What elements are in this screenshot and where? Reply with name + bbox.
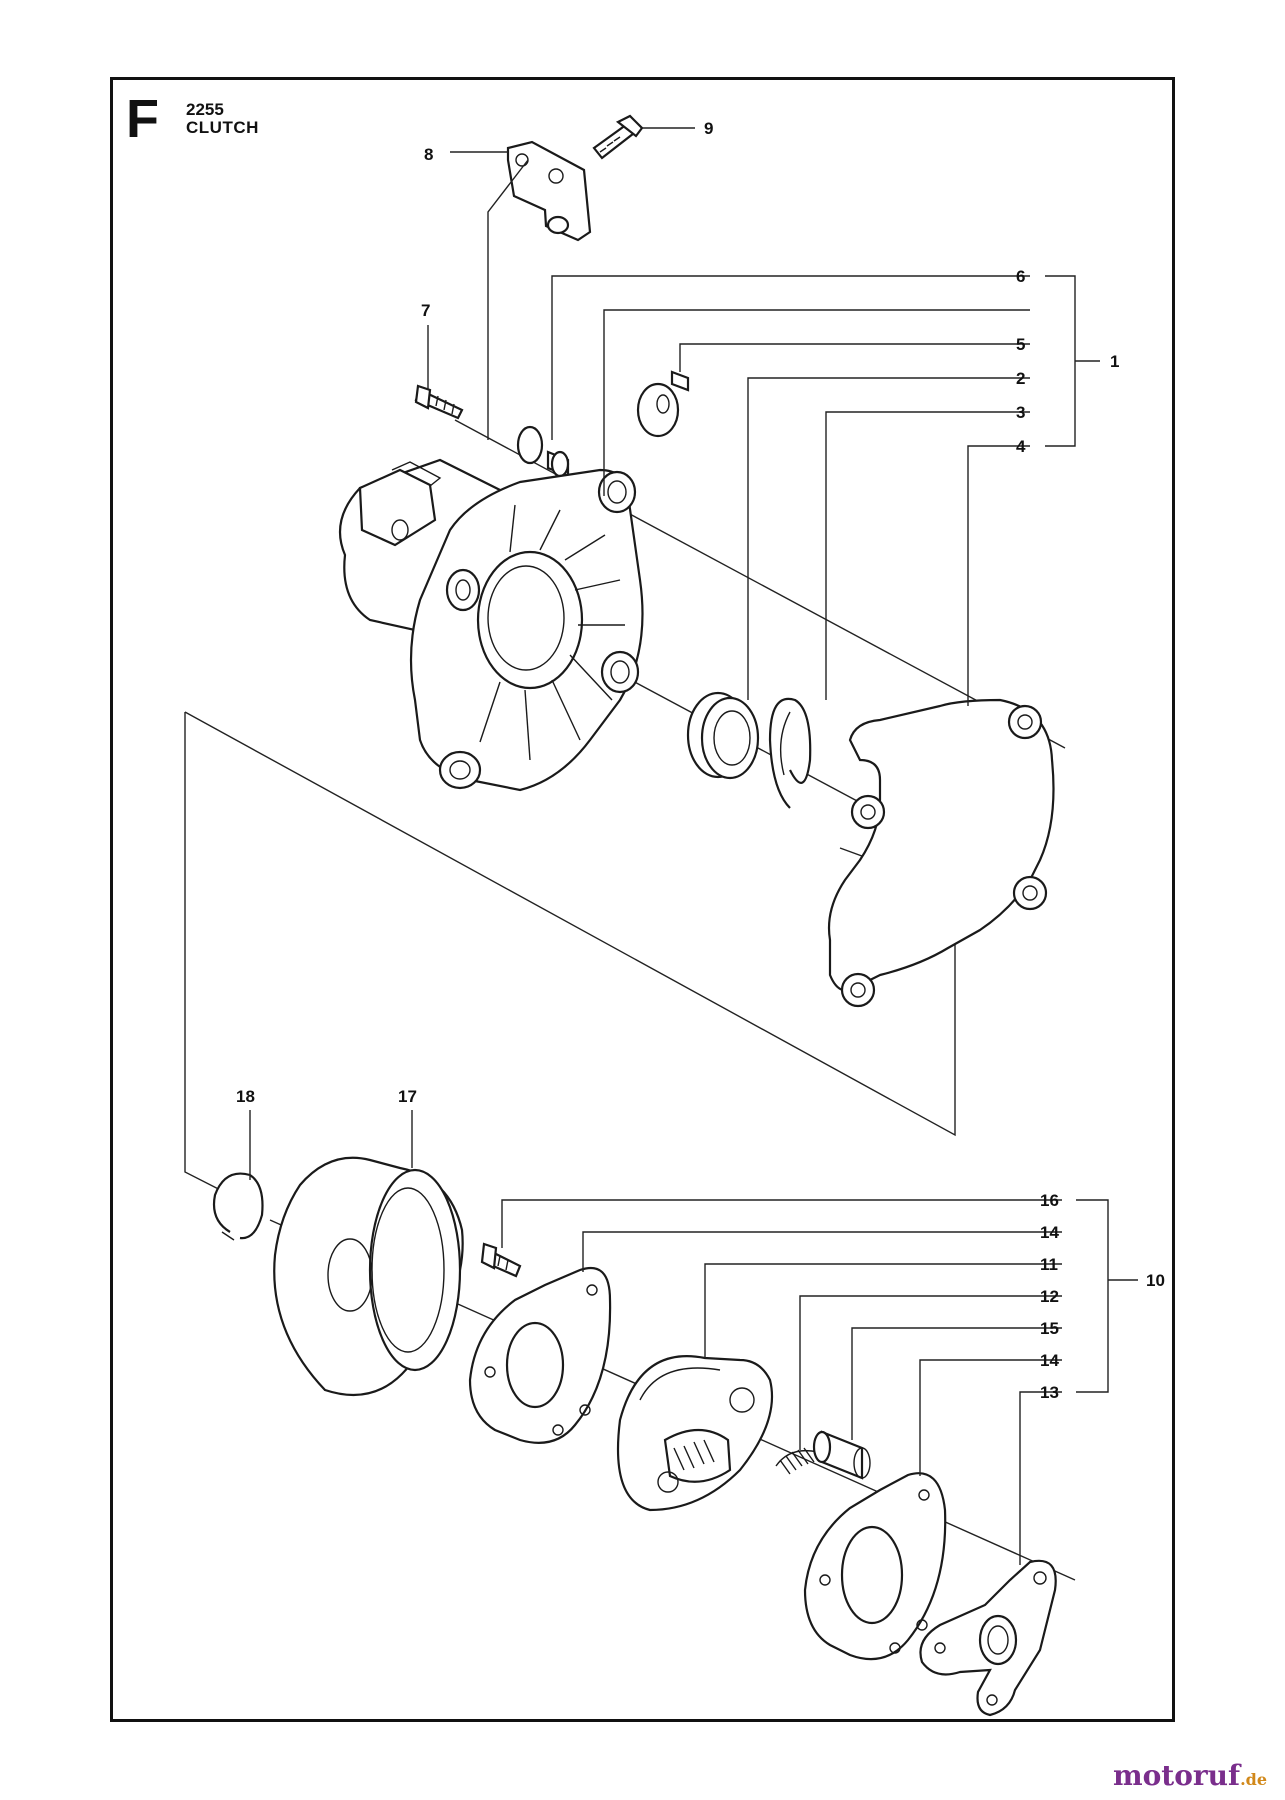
circlip-part-3: [768, 697, 812, 809]
callout-12: 12: [1040, 1287, 1059, 1306]
callout-10: 10: [1146, 1271, 1165, 1290]
callout-16: 16: [1040, 1191, 1059, 1210]
washer-part-5: [636, 370, 690, 438]
watermark-brand: motoruf: [1112, 1759, 1241, 1792]
diagram-frame: [110, 77, 1175, 1722]
hub-part-13: [919, 1559, 1057, 1717]
spring-part-12: [775, 1447, 819, 1475]
bearing-part-2: [686, 691, 760, 780]
section-letter: F: [126, 89, 159, 149]
clutch-housing: [338, 458, 644, 792]
sleeve-part-15: [812, 1430, 871, 1480]
callout-11: 11: [1040, 1255, 1058, 1274]
callout-18: 18: [236, 1087, 255, 1106]
callout-13: 13: [1040, 1383, 1059, 1402]
callout-2: 2: [1016, 369, 1025, 388]
callout-7: 7: [421, 301, 430, 320]
gasket-part-4: [827, 698, 1055, 1008]
site-watermark: motoruf.de: [1113, 1759, 1267, 1792]
callout-3: 3: [1016, 403, 1025, 422]
callout-14-lower: 14: [1040, 1351, 1059, 1370]
callout-6: 6: [1016, 267, 1025, 286]
callout-4: 4: [1016, 437, 1026, 456]
group-title: CLUTCH: [186, 118, 259, 137]
plate-part-14-upper: [468, 1267, 612, 1444]
callout-1: 1: [1110, 352, 1119, 371]
plate-part-14-lower: [803, 1472, 947, 1661]
watermark-tld: .de: [1240, 1770, 1267, 1789]
screw-part-9: [592, 114, 644, 160]
bracket-part-8: [506, 140, 592, 242]
callout-14-upper: 14: [1040, 1223, 1059, 1242]
bolt-part-7: [414, 384, 464, 420]
clutch-drum-part-17: [273, 1156, 464, 1397]
callout-15: 15: [1040, 1319, 1059, 1338]
leader-to-snapring: [184, 712, 241, 1201]
snap-ring-part-18: [212, 1172, 264, 1241]
callout-9: 9: [704, 119, 713, 138]
clutch-shoes-part-11: [616, 1355, 774, 1512]
model-number: 2255: [186, 100, 224, 119]
bolt-part-16: [480, 1242, 522, 1278]
pin-washer-part-6: [516, 425, 570, 478]
callout-8: 8: [424, 145, 433, 164]
callout-17: 17: [398, 1087, 417, 1106]
callout-5: 5: [1016, 335, 1025, 354]
